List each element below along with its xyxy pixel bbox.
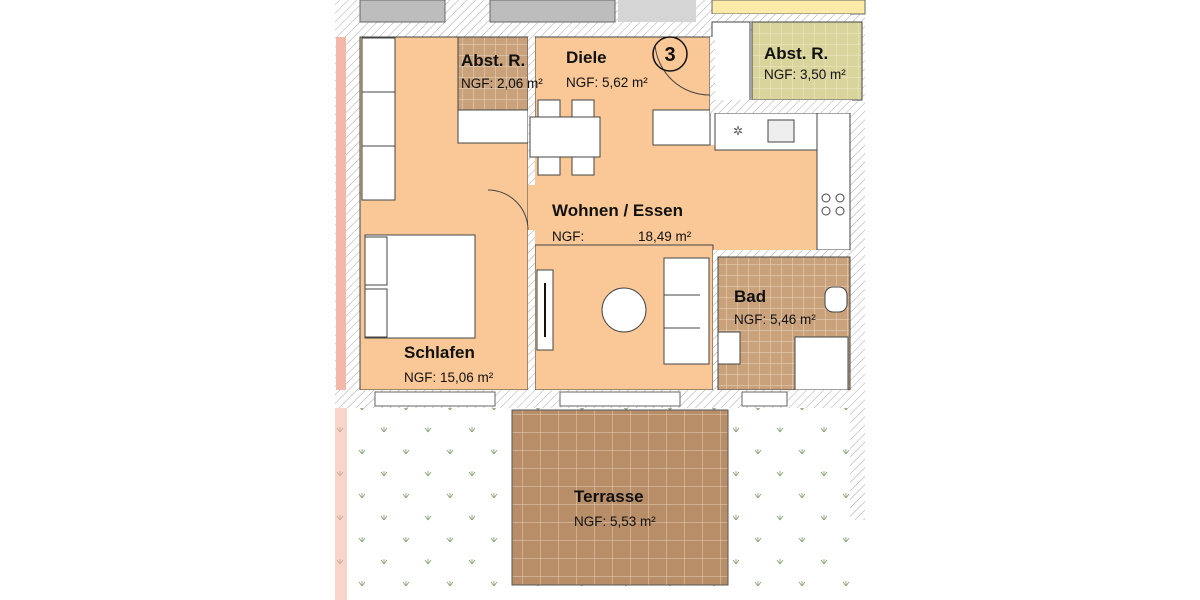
window-bottom-2 bbox=[559, 391, 681, 407]
room-label: Diele bbox=[566, 48, 607, 67]
neighbor-room bbox=[711, 0, 866, 15]
room-area: NGF: 3,50 m² bbox=[764, 67, 846, 82]
room-storage-right bbox=[751, 21, 863, 101]
room-label: Terrasse bbox=[574, 487, 644, 506]
neighbor-strip bbox=[336, 37, 346, 390]
room-area: NGF: 5,62 m² bbox=[566, 75, 648, 90]
window-top-2 bbox=[489, 0, 616, 23]
room-area: NGF: 2,06 m² bbox=[461, 76, 543, 91]
kitchen-counter-side bbox=[816, 112, 851, 251]
coffee-table bbox=[601, 287, 647, 333]
room-area-label: NGF: bbox=[552, 229, 584, 244]
stair-area bbox=[618, 0, 696, 22]
room-label: Wohnen / Essen bbox=[552, 201, 683, 220]
unit-number-circle bbox=[652, 36, 688, 72]
dining-table bbox=[529, 116, 601, 158]
room-storage-left bbox=[457, 36, 529, 111]
room-label: Abst. R. bbox=[764, 44, 828, 63]
sink-icon bbox=[767, 119, 795, 143]
cabinet bbox=[457, 109, 529, 144]
room-area: NGF: 5,46 m² bbox=[734, 312, 816, 327]
ceramic-hob-icon: ✲ bbox=[733, 124, 743, 138]
room-area: NGF: 15,06 m² bbox=[404, 370, 494, 385]
wall-right bbox=[850, 37, 865, 520]
window-bottom-1 bbox=[374, 391, 496, 407]
window-top-1 bbox=[359, 0, 446, 23]
room-area: NGF: 5,53 m² bbox=[574, 514, 656, 529]
door-swing bbox=[487, 189, 529, 231]
room-area: 18,49 m² bbox=[638, 229, 692, 244]
sofa bbox=[663, 257, 710, 365]
room-label: Schlafen bbox=[404, 343, 475, 362]
wardrobe bbox=[361, 37, 396, 201]
stove-icon bbox=[821, 193, 831, 203]
unit-number: 3 bbox=[664, 44, 675, 66]
entry-door bbox=[654, 37, 711, 96]
room-terrasse bbox=[511, 409, 729, 586]
pillow bbox=[364, 236, 388, 286]
pillow bbox=[364, 288, 388, 338]
shelf bbox=[711, 21, 751, 103]
toilet bbox=[824, 286, 848, 313]
shower bbox=[794, 336, 849, 391]
room-label: Bad bbox=[734, 287, 766, 306]
sideboard bbox=[652, 109, 711, 146]
room-label: Abst. R. bbox=[461, 51, 525, 70]
washbasin bbox=[717, 331, 741, 365]
window-bottom-3 bbox=[741, 391, 788, 407]
